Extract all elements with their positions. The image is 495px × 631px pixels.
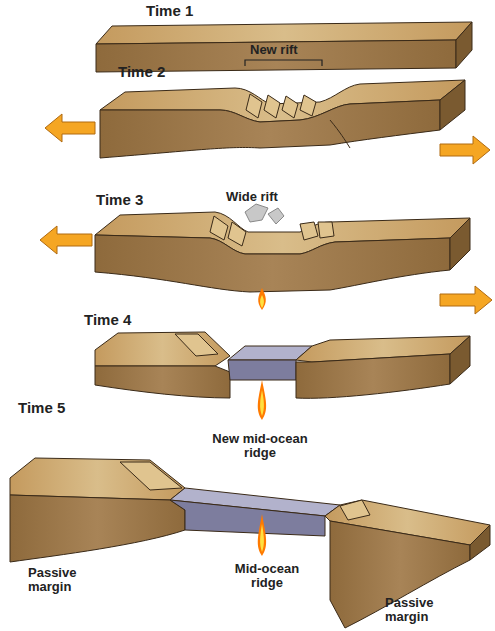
crust-block [100,80,465,158]
text-label: Passive margin [28,566,90,595]
text-label: Mid-ocean ridge [222,562,312,591]
bracket [245,60,322,66]
text-label: New rift [250,43,330,57]
text-label: Time 2 [118,64,198,81]
text-label: Time 5 [18,400,98,417]
text-label: New mid-ocean ridge [205,432,315,461]
text-label: Time 3 [96,192,176,209]
crust-block [10,458,490,628]
extension-arrow [440,286,492,314]
crust-block [95,204,470,292]
magma-flame [258,288,266,556]
text-label: Wide rift [226,190,306,204]
text-label: Time 4 [84,312,164,329]
extension-arrow [40,226,92,254]
extension-arrow [440,136,490,164]
crust-block [95,332,470,398]
text-label: Passive margin [385,596,447,625]
text-label: Time 1 [146,3,226,20]
extension-arrow [45,114,95,142]
